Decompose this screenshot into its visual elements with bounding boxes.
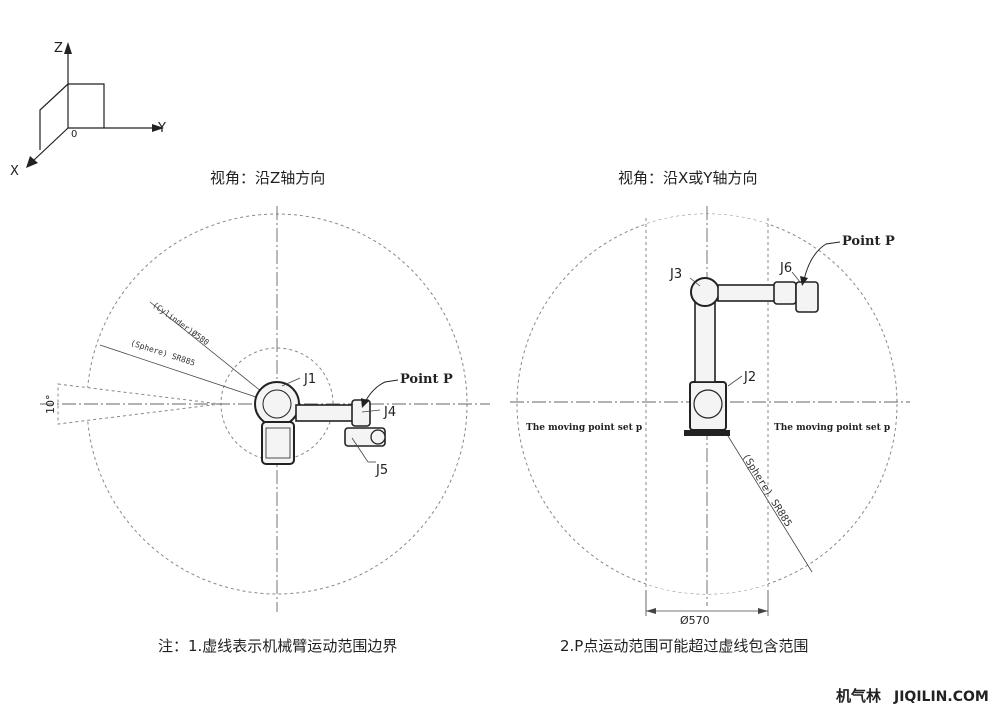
right-moving-right-label: The moving point set p — [774, 423, 890, 433]
right-view-title: 视角：沿X或Y轴方向 — [618, 169, 757, 187]
axis-z-label: Z — [54, 41, 63, 56]
right-moving-left-label: The moving point set p — [526, 423, 642, 433]
right-j3-label: J3 — [669, 267, 682, 282]
left-sphere-label: (Sphere) SR885 — [129, 338, 196, 367]
watermark-cn: 机气林 — [836, 687, 882, 705]
left-view-title: 视角：沿Z轴方向 — [210, 169, 325, 187]
right-diameter-label: Ø570 — [680, 614, 710, 627]
axis-y-label: Y — [157, 121, 166, 136]
right-j2-label: J2 — [743, 370, 756, 385]
right-view-diagram: J3 J2 J6 Point P The moving point set p … — [510, 206, 910, 627]
left-robot-arm — [254, 381, 386, 465]
axis-x-label: X — [10, 164, 19, 179]
left-j1-label: J1 — [303, 372, 316, 387]
axis-origin-label: 0 — [71, 129, 77, 140]
watermark-url: JIQILIN.COM — [893, 689, 989, 705]
left-point-p-label: Point P — [400, 372, 453, 387]
left-view-diagram: J1 J4 J5 Point P (Cylinder)Ø580 (Sphere)… — [40, 206, 490, 612]
watermark-logo: 机气林 JIQILIN.COM — [836, 687, 989, 705]
right-robot-arm — [684, 277, 819, 436]
right-point-p-label: Point P — [842, 234, 895, 249]
note-1: 注：1.虚线表示机械臂运动范围边界 — [158, 637, 397, 655]
axes-icon: Z Y X 0 — [10, 41, 166, 179]
left-cylinder-label: (Cylinder)Ø580 — [151, 300, 212, 348]
left-j5-label: J5 — [375, 463, 388, 478]
note-2: 2.P点运动范围可能超过虚线包含范围 — [560, 637, 808, 655]
left-j4-label: J4 — [383, 405, 396, 420]
right-j6-label: J6 — [779, 261, 792, 276]
left-angle-label: 10° — [44, 395, 57, 415]
